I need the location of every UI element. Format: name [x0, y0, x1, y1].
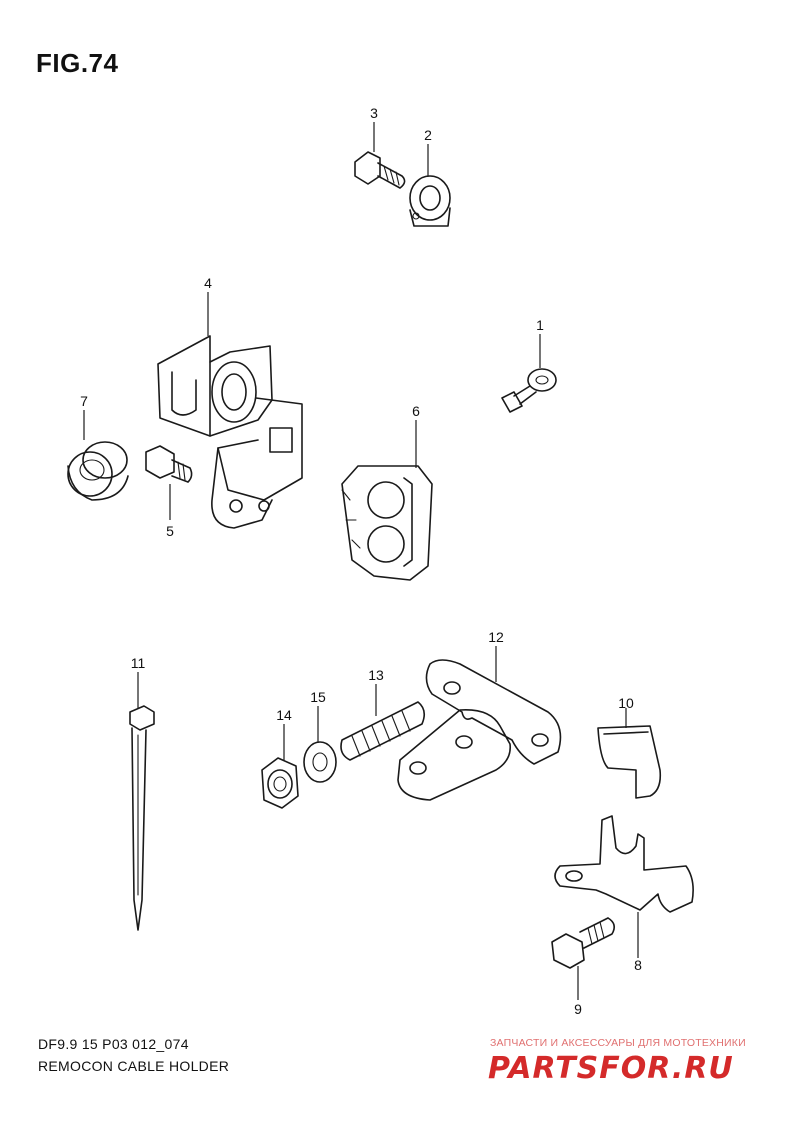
callout-2: 2	[424, 127, 432, 143]
part-8-bracket	[554, 815, 694, 913]
part-15-washer	[303, 741, 337, 783]
part-5-bolt	[145, 445, 193, 483]
callout-3: 3	[370, 105, 378, 121]
part-13-stud	[340, 701, 426, 761]
part-14-nut	[261, 757, 299, 809]
callout-9: 9	[574, 1001, 582, 1017]
part-4-holder	[157, 335, 303, 529]
watermark-tagline: ЗАПЧАСТИ И АКСЕССУАРЫ ДЛЯ МОТОТЕХНИКИ	[490, 1037, 746, 1049]
part-11-cable-tie	[129, 705, 155, 931]
callout-1: 1	[536, 317, 544, 333]
part-7-grommet	[67, 441, 129, 501]
figure-code: DF9.9 15 P03 012_074	[38, 1036, 189, 1052]
part-3-bolt	[354, 151, 406, 189]
callout-12: 12	[488, 629, 504, 645]
part-2-clamp	[409, 175, 451, 227]
part-12-plate	[397, 659, 562, 801]
figure-title: FIG.74	[36, 48, 119, 78]
part-6-twin-clip	[341, 465, 433, 581]
callout-10: 10	[618, 695, 634, 711]
callout-11: 11	[131, 655, 146, 671]
callout-5: 5	[166, 523, 174, 539]
part-9-bolt	[551, 917, 616, 969]
callout-4: 4	[204, 275, 212, 291]
part-1-terminal	[501, 368, 557, 413]
callout-8: 8	[634, 957, 642, 973]
figure-caption: REMOCON CABLE HOLDER	[38, 1058, 230, 1074]
callout-13: 13	[368, 667, 384, 683]
callout-14: 14	[276, 707, 292, 723]
watermark-logo: PARTSFOR.RU	[488, 1051, 734, 1086]
callout-6: 6	[412, 403, 420, 419]
callout-15: 15	[310, 689, 326, 705]
callout-7: 7	[80, 393, 88, 409]
part-10-clip	[597, 725, 662, 799]
